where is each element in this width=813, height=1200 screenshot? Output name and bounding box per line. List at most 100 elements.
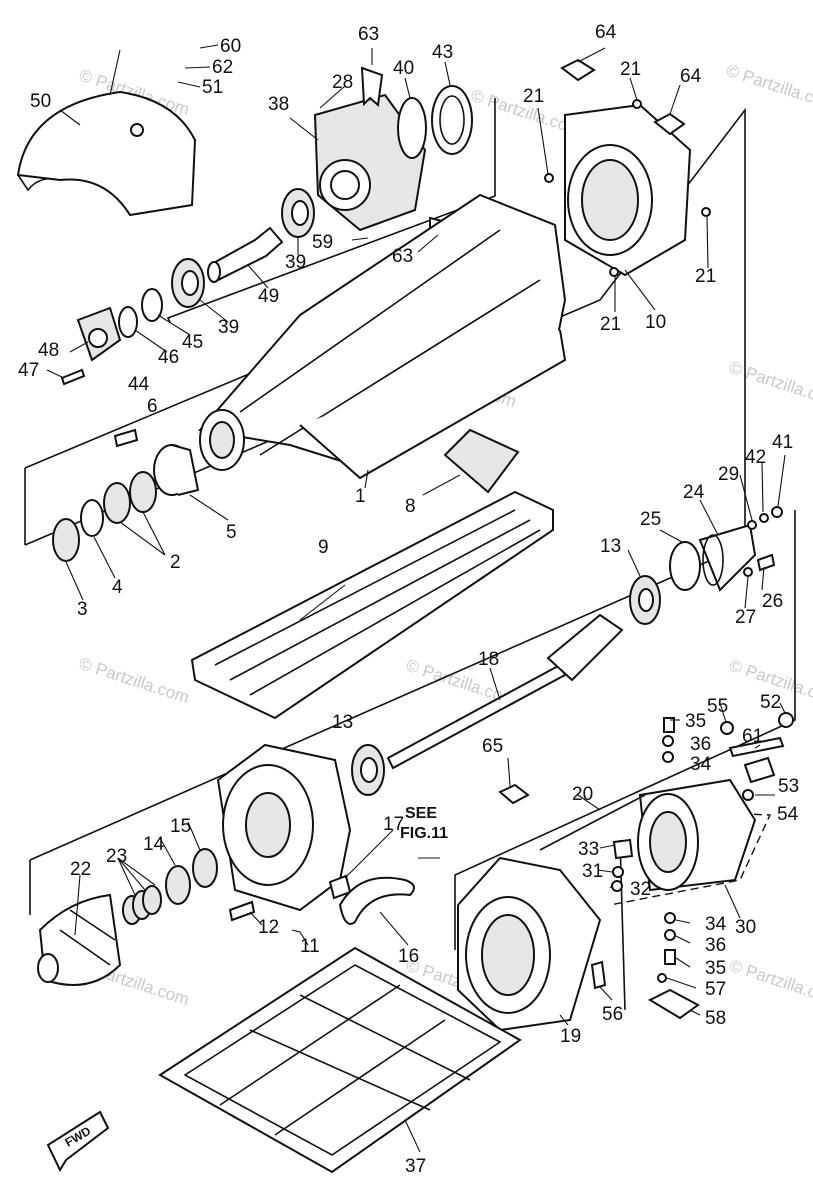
callout-18: 18 bbox=[478, 649, 499, 670]
part-34-washer-lower bbox=[664, 912, 676, 924]
part-58-plate bbox=[647, 988, 700, 1020]
part-52-cap bbox=[778, 712, 794, 728]
callout-34: 34 bbox=[690, 754, 712, 775]
part-20-rod bbox=[539, 794, 646, 851]
leader-lines bbox=[46, 44, 786, 1153]
part-5-coupler bbox=[153, 444, 200, 496]
part-42-washer bbox=[759, 513, 769, 523]
callout-13: 13 bbox=[332, 712, 353, 733]
callout-labels: 60 62 51 50 63 28 40 43 64 21 21 64 38 3… bbox=[18, 22, 799, 1177]
part-32-washer bbox=[611, 880, 623, 892]
part-26-bolt bbox=[756, 553, 776, 572]
callout-39: 39 bbox=[285, 252, 306, 273]
watermark: © Partzilla.com bbox=[77, 654, 192, 707]
callout-61: 61 bbox=[742, 726, 763, 747]
part-6-bolt bbox=[113, 428, 139, 448]
part-3-bearing bbox=[52, 518, 80, 562]
part-8-sheet bbox=[443, 428, 520, 494]
callout-41: 41 bbox=[772, 432, 793, 453]
callout-55: 55 bbox=[707, 696, 728, 717]
part-39-bearing-lower bbox=[171, 258, 205, 308]
callout-19: 19 bbox=[560, 1026, 581, 1047]
callout-21: 21 bbox=[695, 266, 716, 287]
part-13-bearing-lower bbox=[351, 744, 385, 796]
part-11-impeller-housing bbox=[216, 743, 352, 912]
callout-44: 44 bbox=[128, 374, 150, 395]
part-54-nut bbox=[742, 789, 754, 801]
part-39-bearing-upper bbox=[281, 188, 315, 238]
callout-59: 59 bbox=[312, 232, 333, 253]
part-35-bolt bbox=[663, 717, 675, 733]
part-2-seals bbox=[103, 471, 157, 524]
callout-21: 21 bbox=[523, 86, 544, 107]
part-48-cap bbox=[76, 306, 122, 362]
see-note-line2: FIG.11 bbox=[400, 825, 448, 842]
part-50-cover bbox=[16, 90, 197, 217]
callout-32: 32 bbox=[630, 879, 651, 900]
callout-21: 21 bbox=[620, 59, 641, 80]
callout-52: 52 bbox=[760, 692, 781, 713]
part-19-nozzle-duct bbox=[457, 856, 602, 1032]
part-49-shaft bbox=[207, 226, 284, 283]
callout-16: 16 bbox=[398, 946, 419, 967]
part-29-washer bbox=[747, 520, 757, 530]
part-14-seal bbox=[165, 865, 191, 905]
callout-27: 27 bbox=[735, 607, 756, 628]
part-65-pad bbox=[498, 783, 530, 805]
callout-11: 11 bbox=[300, 936, 320, 957]
callout-58: 58 bbox=[705, 1008, 726, 1029]
watermark: © Partzilla.com bbox=[727, 956, 813, 1009]
callout-15: 15 bbox=[170, 816, 191, 837]
part-36-washer bbox=[662, 735, 674, 747]
callout-51: 51 bbox=[202, 77, 223, 98]
part-23-spacers bbox=[122, 885, 162, 925]
part-46-o-ring bbox=[118, 306, 138, 338]
part-18-drive-shaft bbox=[386, 613, 624, 770]
part-64-pad-upper bbox=[560, 58, 596, 82]
callout-36: 36 bbox=[690, 734, 711, 755]
part-1-jet-pump-body bbox=[198, 193, 567, 480]
callout-53: 53 bbox=[778, 776, 799, 797]
callout-2: 2 bbox=[170, 552, 181, 573]
see-note-line1: SEE bbox=[405, 805, 437, 822]
callout-10: 10 bbox=[645, 312, 666, 333]
callout-62: 62 bbox=[212, 57, 233, 78]
part-63-clip bbox=[360, 66, 384, 107]
part-22-impeller bbox=[37, 893, 122, 986]
callout-45: 45 bbox=[182, 332, 203, 353]
callout-12: 12 bbox=[258, 917, 279, 938]
callout-50: 50 bbox=[30, 91, 51, 112]
callout-57: 57 bbox=[705, 979, 726, 1000]
part-64-pad-right bbox=[653, 112, 686, 136]
callout-49: 49 bbox=[258, 286, 279, 307]
callout-40: 40 bbox=[393, 58, 414, 79]
callout-1: 1 bbox=[355, 486, 366, 507]
callout-54: 54 bbox=[777, 804, 799, 825]
callout-6: 6 bbox=[147, 396, 158, 417]
part-31-collar bbox=[612, 866, 624, 878]
callout-35: 35 bbox=[685, 711, 706, 732]
part-45-washer bbox=[141, 288, 163, 322]
callout-21: 21 bbox=[600, 314, 621, 335]
part-35-bolt-lower bbox=[664, 949, 676, 965]
part-13-bearing-upper bbox=[629, 575, 661, 625]
callout-37: 37 bbox=[405, 1156, 426, 1177]
callout-14: 14 bbox=[143, 834, 165, 855]
callout-23: 23 bbox=[106, 846, 127, 867]
part-56-bolt bbox=[590, 960, 607, 990]
callout-47: 47 bbox=[18, 360, 39, 381]
callout-33: 33 bbox=[578, 839, 599, 860]
callout-64: 64 bbox=[680, 66, 702, 87]
callout-29: 29 bbox=[718, 464, 739, 485]
callout-26: 26 bbox=[762, 591, 783, 612]
callout-13: 13 bbox=[600, 536, 621, 557]
callout-28: 28 bbox=[332, 72, 353, 93]
part-30-steering-nozzle bbox=[637, 778, 757, 892]
part-41-nut bbox=[771, 506, 783, 518]
callout-8: 8 bbox=[405, 496, 416, 517]
callout-34: 34 bbox=[705, 914, 727, 935]
part-4-washer bbox=[80, 499, 104, 537]
part-57-washer bbox=[657, 973, 667, 983]
callout-48: 48 bbox=[38, 340, 59, 361]
